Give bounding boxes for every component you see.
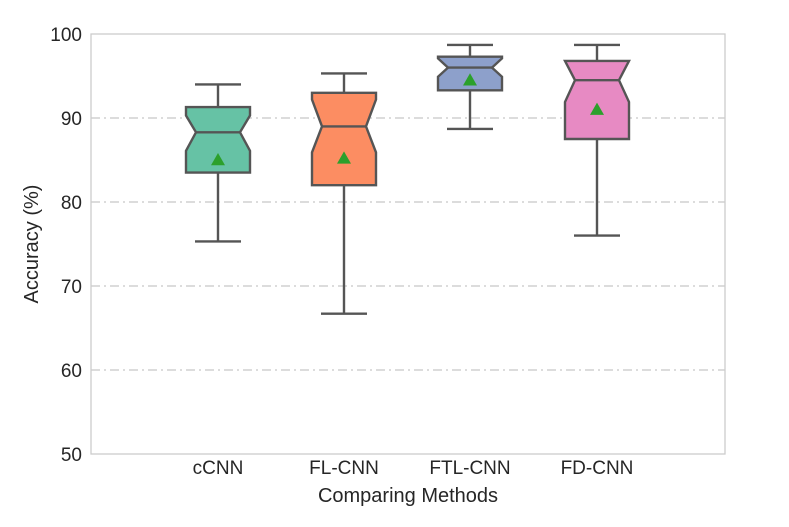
mean-marker: [463, 73, 477, 86]
plot-background: [91, 34, 725, 454]
box-fd-cnn: [563, 43, 631, 237]
box-series: [184, 43, 631, 315]
x-tick-label: FTL-CNN: [429, 458, 510, 479]
x-tick-label: cCNN: [193, 458, 244, 479]
y-tick-label: 60: [61, 361, 82, 382]
y-tick-label: 90: [61, 109, 82, 130]
y-tick-label: 50: [61, 445, 82, 466]
box-fl-cnn: [310, 72, 378, 315]
y-axis-title: Accuracy (%): [21, 185, 43, 304]
mean-marker: [211, 153, 225, 166]
box-body: [184, 105, 252, 174]
box-ccnn: [184, 83, 252, 243]
x-tick-label: FD-CNN: [561, 458, 634, 479]
y-tick-label: 80: [61, 193, 82, 214]
mean-marker: [590, 102, 604, 115]
box-body: [310, 91, 378, 187]
plot-frame: [90, 33, 726, 455]
y-tick-label: 100: [50, 25, 82, 46]
box-body: [563, 59, 631, 141]
x-tick-label: FL-CNN: [309, 458, 379, 479]
x-tick-labels: cCNN FL-CNN FTL-CNN FD-CNN: [193, 458, 634, 479]
y-tick-label: 70: [61, 277, 82, 298]
grid-lines: [91, 117, 725, 371]
mean-marker: [337, 151, 351, 164]
y-tick-labels: 50 60 70 80 90 100: [50, 25, 82, 466]
x-axis-title: Comparing Methods: [318, 485, 498, 507]
box-ftl-cnn: [436, 43, 504, 131]
